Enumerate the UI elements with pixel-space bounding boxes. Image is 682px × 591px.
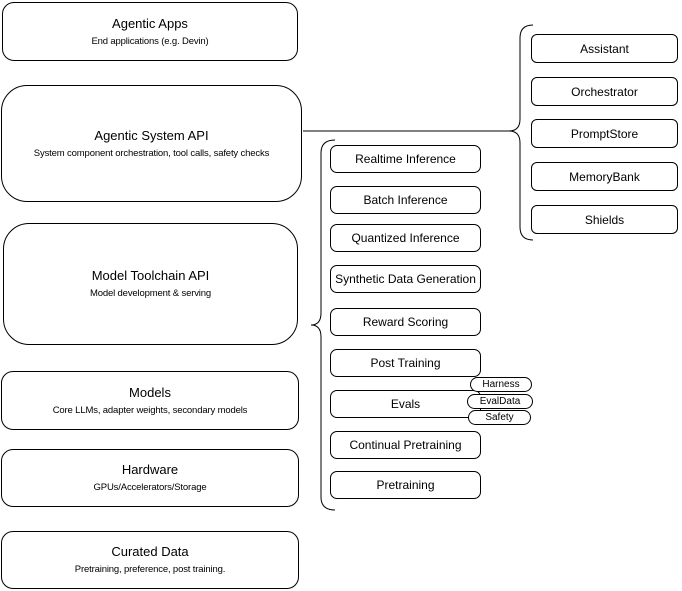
box-realtime-inference: Realtime Inference xyxy=(330,145,481,173)
box-models: Models Core LLMs, adapter weights, secon… xyxy=(1,371,299,430)
tag-safety: Safety xyxy=(468,410,531,425)
box-reward-scoring: Reward Scoring xyxy=(330,308,481,336)
box-agentic-apps: Agentic Apps End applications (e.g. Devi… xyxy=(2,2,298,61)
box-agentic-system-api: Agentic System API System component orch… xyxy=(1,85,302,202)
box-title: Hardware xyxy=(121,462,179,477)
box-title: Agentic Apps xyxy=(112,15,188,31)
box-subtitle: Model development & serving xyxy=(89,288,212,299)
box-continual-pretraining: Continual Pretraining xyxy=(330,431,481,459)
box-post-training: Post Training xyxy=(330,349,481,377)
toolchain-brace xyxy=(310,139,336,511)
box-memorybank: MemoryBank xyxy=(531,162,678,191)
box-subtitle: End applications (e.g. Devin) xyxy=(91,35,209,47)
box-subtitle: Core LLMs, adapter weights, secondary mo… xyxy=(52,404,248,416)
box-quantized-inference: Quantized Inference xyxy=(330,224,481,252)
box-synthetic-data-generation: Synthetic Data Generation xyxy=(330,265,481,293)
box-batch-inference: Batch Inference xyxy=(330,186,481,214)
box-title: Models xyxy=(129,384,171,400)
box-model-toolchain-api: Model Toolchain API Model development & … xyxy=(3,223,298,345)
box-subtitle: GPUs/Accelerators/Storage xyxy=(93,482,207,493)
box-curated-data: Curated Data Pretraining, preference, po… xyxy=(1,531,299,589)
box-title: Agentic System API xyxy=(94,127,209,143)
box-pretraining: Pretraining xyxy=(330,471,481,499)
box-hardware: Hardware GPUs/Accelerators/Storage xyxy=(1,449,299,507)
tag-harness: Harness xyxy=(470,377,532,392)
box-promptstore: PromptStore xyxy=(531,119,678,148)
tag-evaldata: EvalData xyxy=(467,394,533,409)
system-components-brace xyxy=(508,24,534,241)
box-orchestrator: Orchestrator xyxy=(531,77,678,106)
box-evals: Evals xyxy=(330,390,481,418)
box-assistant: Assistant xyxy=(531,34,678,63)
box-subtitle: System component orchestration, tool cal… xyxy=(33,147,270,159)
box-title: Curated Data xyxy=(111,544,189,559)
box-subtitle: Pretraining, preference, post training. xyxy=(74,564,226,575)
box-title: Model Toolchain API xyxy=(91,268,210,283)
box-shields: Shields xyxy=(531,205,678,234)
